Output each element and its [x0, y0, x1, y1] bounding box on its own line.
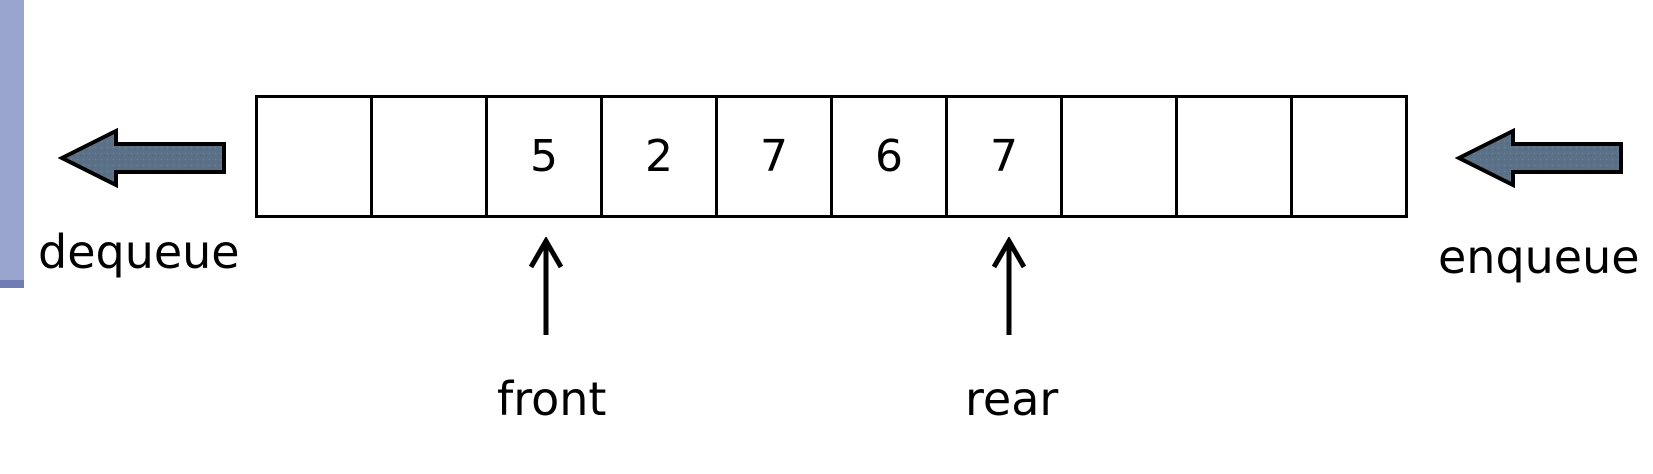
front-label: front: [497, 372, 607, 426]
slide-side-bar: [0, 0, 24, 288]
enqueue-arrow-icon: [1455, 128, 1623, 188]
queue-cell: [373, 98, 488, 215]
rear-pointer-icon: [991, 237, 1027, 335]
queue-cell: 6: [833, 98, 948, 215]
dequeue-arrow-icon: [58, 128, 226, 188]
queue-cell: 7: [948, 98, 1063, 215]
queue-cell: 5: [488, 98, 603, 215]
front-pointer-icon: [528, 237, 564, 335]
queue-cell: [1178, 98, 1293, 215]
queue-cell: 2: [603, 98, 718, 215]
dequeue-label: dequeue: [38, 225, 240, 279]
queue-cell: [1293, 98, 1408, 215]
side-bar-shade: [0, 280, 24, 288]
queue-cell: [1063, 98, 1178, 215]
enqueue-label: enqueue: [1438, 230, 1640, 284]
rear-label: rear: [965, 372, 1059, 426]
side-bar-fill: [0, 0, 24, 280]
queue-cell: 7: [718, 98, 833, 215]
queue-cell: [258, 98, 373, 215]
